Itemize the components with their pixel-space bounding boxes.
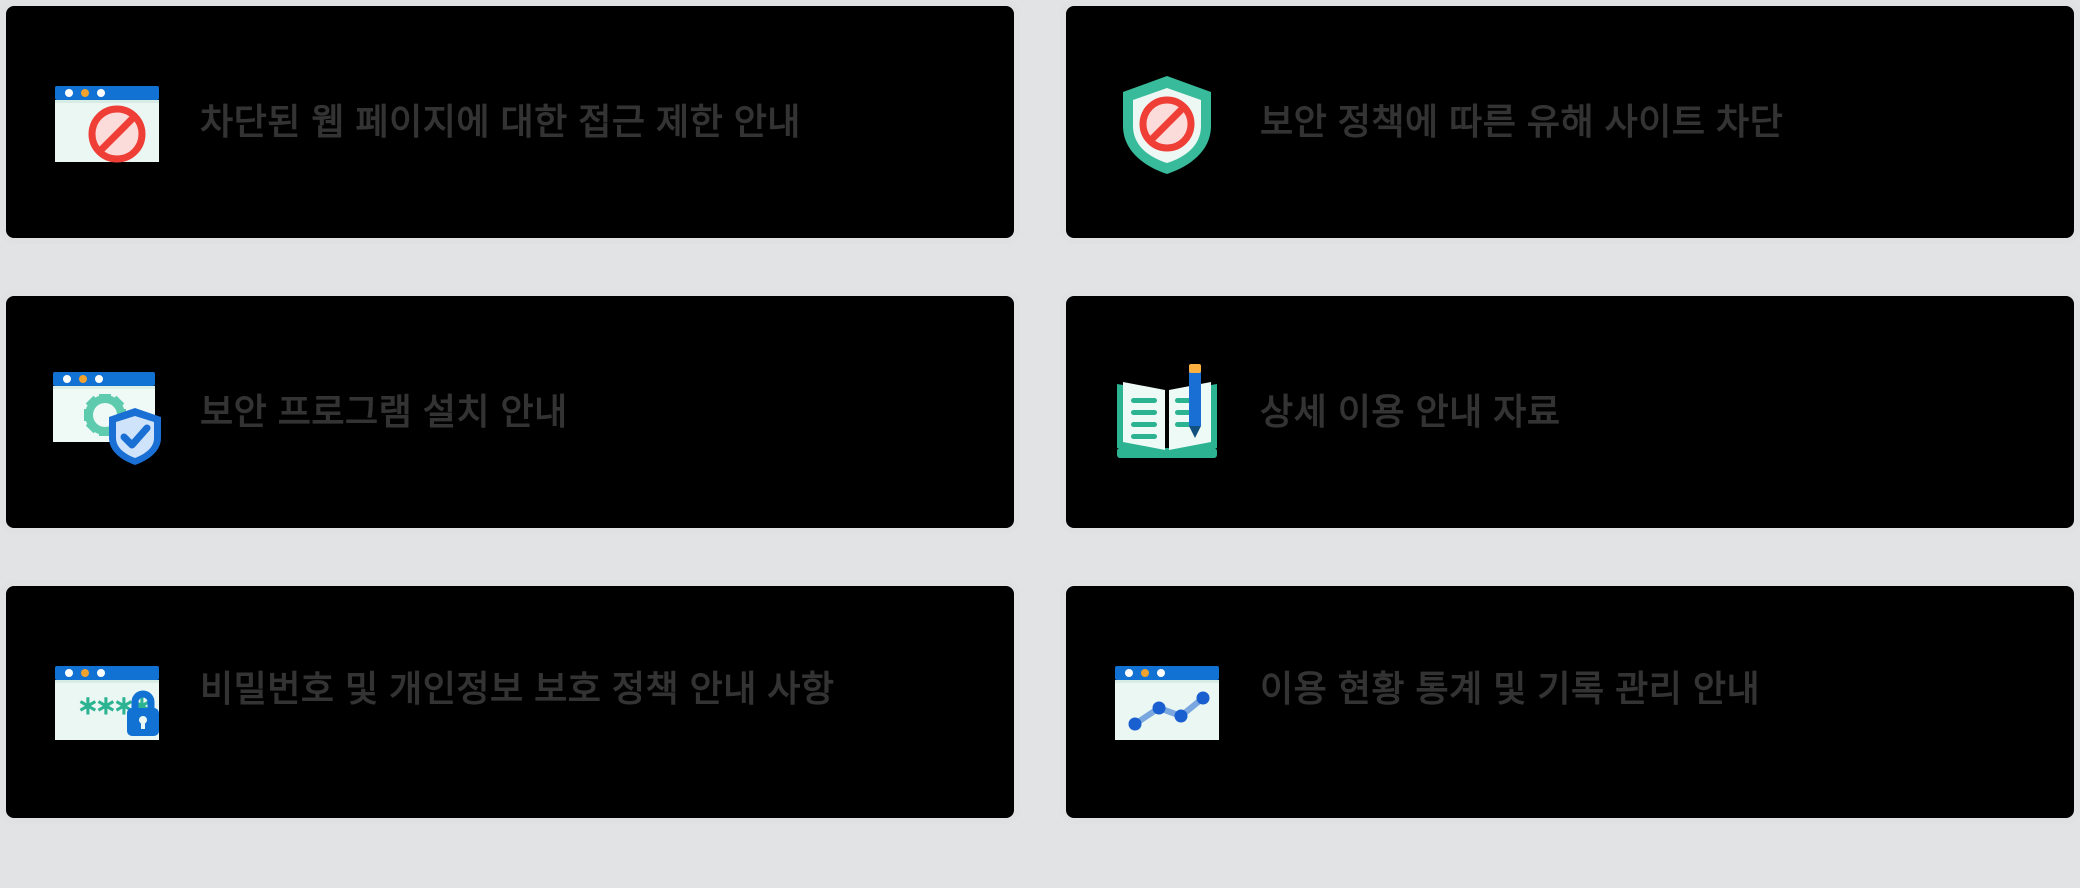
card-text: 보안 프로그램 설치 안내: [200, 390, 568, 432]
notebook-pencil-icon: [1092, 352, 1242, 472]
svg-text:∗: ∗: [95, 690, 117, 720]
card-text: 비밀번호 및 개인정보 보호 정책 안내 사항: [200, 668, 835, 709]
card-text: 이용 현황 통계 및 기록 관리 안내: [1260, 668, 1761, 709]
card-usage-stats[interactable]: 이용 현황 통계 및 기록 관리 안내: [1060, 580, 2080, 824]
card-blocked-page[interactable]: 차단된 웹 페이지에 대한 접근 제한 안내: [0, 0, 1020, 244]
card-shield-block[interactable]: 보안 정책에 따른 유해 사이트 차단: [1060, 0, 2080, 244]
browser-blocked-icon: [32, 62, 182, 182]
browser-settings-shield-icon: [32, 352, 182, 472]
svg-text:∗: ∗: [77, 690, 99, 720]
card-text: 상세 이용 안내 자료: [1260, 390, 1561, 432]
card-text: 차단된 웹 페이지에 대한 접근 제한 안내: [200, 100, 801, 142]
card-security-settings[interactable]: 보안 프로그램 설치 안내: [0, 290, 1020, 534]
card-text: 보안 정책에 따른 유해 사이트 차단: [1260, 100, 1784, 142]
browser-chart-icon: [1092, 586, 1242, 818]
card-password-policy[interactable]: ∗ ∗ ∗ ∗ 비밀번호 및 개인정보 보호 정책 안내 사항: [0, 580, 1020, 824]
card-guide-book[interactable]: 상세 이용 안내 자료: [1060, 290, 2080, 534]
browser-password-lock-icon: ∗ ∗ ∗ ∗: [32, 586, 182, 818]
shield-blocked-icon: [1092, 62, 1242, 182]
